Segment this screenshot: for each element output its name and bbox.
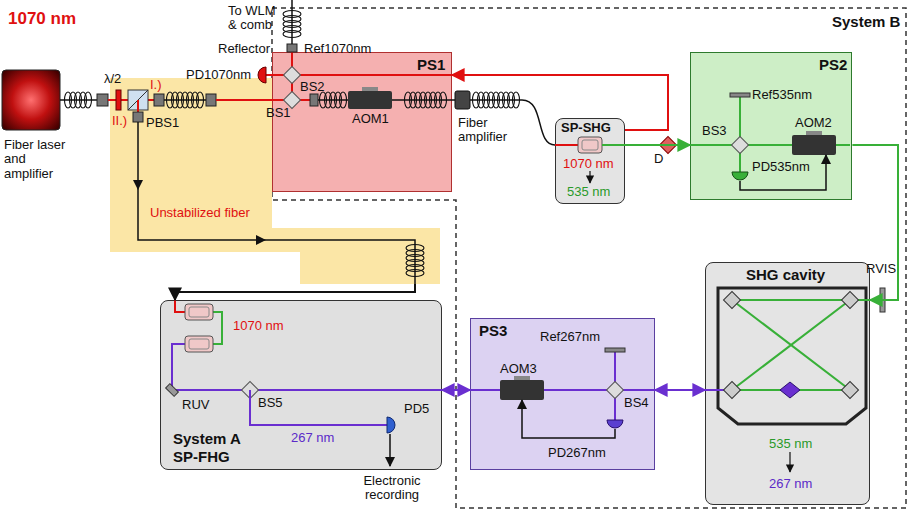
box-text: 267 nm — [769, 477, 812, 491]
box-title: System B — [832, 14, 900, 31]
part-label: RVIS — [866, 262, 896, 276]
box-text: SP-FHG — [173, 449, 230, 466]
part-label: D — [654, 152, 663, 166]
part-label: 1070 nm — [8, 10, 76, 29]
box-title: PS3 — [479, 323, 507, 340]
part-label: λ/2 — [104, 72, 121, 86]
beam-path — [625, 144, 690, 146]
fiber-coil — [283, 31, 301, 38]
part-label: PD1070nm — [186, 68, 251, 82]
part-label: Electronic recording — [350, 474, 434, 503]
part-label: PBS1 — [146, 116, 179, 130]
part-label: BS5 — [258, 396, 283, 410]
box-title: SHG cavity — [746, 267, 825, 284]
box-text: 535 nm — [567, 185, 610, 199]
part-label: I.) — [150, 78, 162, 92]
box-text: System A — [173, 431, 241, 448]
part-label: PD5 — [404, 402, 429, 416]
beam-path — [175, 284, 415, 300]
fiber-coil — [85, 92, 92, 108]
part-label: BS3 — [702, 124, 727, 138]
part-label: II.) — [112, 114, 127, 128]
box-title: Unstabilized fiber — [150, 206, 250, 220]
beam-path — [442, 389, 470, 391]
fhg-box: 1070 nm 267 nm System ASP-FHG — [160, 300, 442, 470]
part-label: BS2 — [300, 80, 325, 94]
shg-box: SP-SHG 1070 nm 535 nm — [555, 118, 625, 204]
part-label: AOM1 — [352, 112, 389, 126]
part-label: PD535nm — [752, 160, 810, 174]
part-label: Ref267nm — [540, 330, 600, 344]
part-label: BS4 — [624, 396, 649, 410]
part-label: Ref535nm — [752, 88, 812, 102]
box-title: PS2 — [819, 57, 847, 74]
part-label: Fiber amplifier — [458, 116, 528, 145]
beam-path — [655, 389, 705, 391]
box-title: SP-SHG — [561, 121, 611, 135]
part-label: BS1 — [266, 106, 291, 120]
part-label: Fiber laser and amplifier — [4, 138, 76, 181]
fiber-coil — [513, 92, 520, 108]
part-label: AOM2 — [795, 116, 832, 130]
box-title: PS1 — [417, 57, 445, 74]
part-label: Reflector — [218, 42, 270, 56]
region-outline — [110, 78, 440, 284]
part-label: PD267nm — [548, 446, 606, 460]
part-label: AOM3 — [500, 362, 537, 376]
part-label: RUV — [182, 398, 209, 412]
box-text: 535 nm — [769, 437, 812, 451]
box-text: 267 nm — [291, 431, 334, 445]
box-title: 1070 nm — [233, 319, 284, 333]
box-text: 1070 nm — [563, 157, 614, 171]
part-label: Ref1070nm — [304, 42, 371, 56]
part-label: To WLM & comb — [228, 4, 280, 33]
